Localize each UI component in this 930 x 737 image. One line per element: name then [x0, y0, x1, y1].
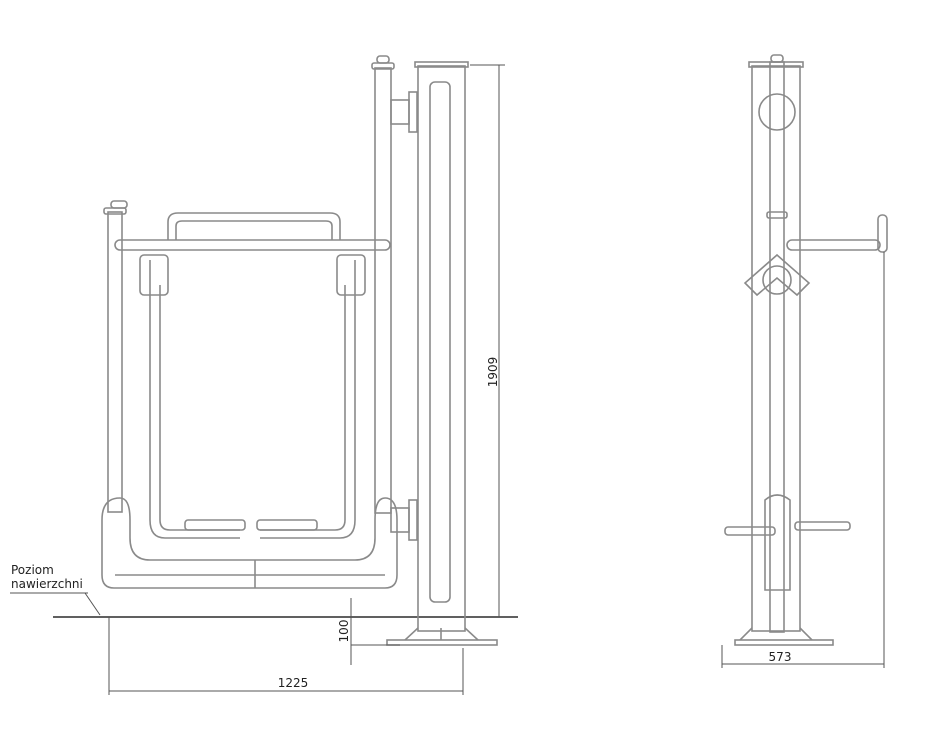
surface-level-label-line1: Poziom — [11, 563, 54, 577]
front-width-dimension-label: 1225 — [278, 676, 309, 690]
side-arm — [786, 239, 881, 251]
side-main-column — [751, 65, 801, 632]
side-base-plate — [734, 639, 834, 646]
depth-dimension-label: 100 — [337, 620, 351, 643]
left-pedal — [184, 519, 246, 531]
surface-level-label-line2: nawierzchni — [11, 577, 83, 591]
left-swing-arm — [149, 260, 240, 539]
side-pedal-left — [724, 526, 776, 536]
rear-post — [374, 67, 392, 514]
top-crossbar — [114, 239, 391, 251]
side-pivot-arms — [743, 253, 811, 297]
lower-bracket — [390, 507, 410, 533]
surface-level-label: Poziom nawierzchni — [11, 563, 83, 591]
right-pivot — [336, 254, 366, 296]
left-pivot — [139, 254, 169, 296]
base-plate — [386, 639, 498, 646]
main-column — [417, 65, 466, 632]
right-swing-arm — [260, 260, 356, 539]
right-pedal — [256, 519, 318, 531]
upper-bracket — [390, 99, 410, 125]
side-width-dimension-label: 573 — [769, 650, 792, 664]
front-view — [101, 55, 498, 646]
side-view — [724, 54, 888, 646]
u-frame — [101, 497, 398, 589]
surface-leader-line — [84, 592, 101, 616]
handlebar — [167, 212, 341, 240]
column-slot — [429, 81, 451, 603]
side-pedal-right — [794, 521, 851, 531]
height-dimension-label: 1909 — [486, 357, 500, 388]
left-post — [107, 211, 123, 513]
